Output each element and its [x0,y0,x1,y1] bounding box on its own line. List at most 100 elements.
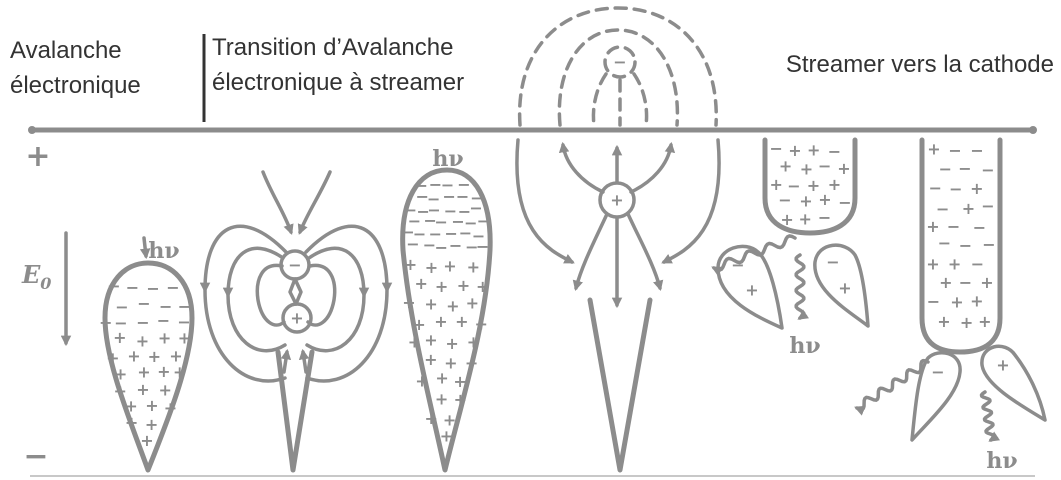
positive-charge: + [424,295,437,314]
positive-charge: + [404,255,417,274]
field-line-down-left [576,214,607,288]
secondary-avalanche-right [982,346,1045,420]
photon-wavy-arrow [982,392,995,440]
positive-charge: + [145,396,158,415]
negative-charge: − [936,199,949,218]
positive-charge: + [980,273,993,292]
negative-charge: − [818,208,831,227]
field-line-outer-right [664,140,719,262]
positive-charge: + [466,294,479,313]
negative-charge: − [613,53,626,72]
avalanche-charges: −−−−−−−−−−−−−+++++++++++++++++++++ [99,277,191,450]
negative-charge: − [449,236,462,255]
positive-charge: + [158,329,171,348]
negative-charge: − [818,157,831,176]
anode-sign: + [25,139,50,174]
positive-charge: + [434,312,447,331]
positive-charge: + [978,312,991,331]
positive-charge: + [455,312,468,331]
dipole-link [290,279,301,304]
positive-charge: + [137,363,150,382]
positive-charge: + [474,314,487,333]
streamer-channel-charges: −++−++−++−++−++−++− [769,139,851,229]
positive-charge: + [435,277,448,296]
positive-charge: + [157,362,170,381]
positive-charge: + [465,353,478,372]
positive-charge: + [838,279,851,298]
positive-charge: + [178,328,191,347]
negative-charge: − [476,237,489,256]
avalanche-title-line1: Avalanche [10,37,122,64]
positive-charge: + [457,276,470,295]
negative-charge: − [981,196,994,215]
positive-charge: + [939,273,952,292]
positive-charge: + [453,372,466,391]
negative-charge: − [157,311,170,330]
positive-charge: + [114,364,127,383]
streamer-cone [590,300,650,470]
developed-avalanche-stage: hν −−−−−−−−−−−−−−−−−−−−−−−−−−−−−−−−−++++… [401,146,490,470]
photon-label: hν [789,333,820,359]
negative-charge: − [958,159,971,178]
positive-charge: + [779,157,792,176]
positive-charge: + [799,191,812,210]
positive-charge: + [158,380,171,399]
inner-arrow-right [303,352,306,372]
negative-charge: − [406,235,419,254]
photon-arrow [144,238,146,256]
negative-charge: − [99,313,112,332]
negative-charge: − [826,253,839,272]
transition-title-line1: Transition d’Avalanche [212,34,453,61]
negative-charge: − [959,273,972,292]
field-subscript: 0 [40,274,51,293]
negative-charge: − [971,254,984,273]
negative-charge: − [838,193,851,212]
positive-charge: + [424,409,437,428]
negative-charge: − [136,313,149,332]
field-line-in-left [263,172,291,232]
developed-avalanche-charges: −−−−−−−−−−−−−−−−−−−−−−−−−−−−−−−−−+++++++… [401,175,490,446]
positive-charge: + [948,255,961,274]
positive-charge: + [424,331,437,350]
positive-charge: + [443,256,456,275]
streamer-long-stage: +−−−−−−−+−+−+−−−−−++−+−+−+++++ − + hν [857,139,1045,474]
negative-charge: − [938,234,951,253]
negative-charge: − [107,277,120,296]
field-line-outer-left [517,140,572,262]
positive-charge: + [424,350,437,369]
anode-end-right [1029,126,1037,134]
field-line-up-right [631,145,671,192]
anode-end-left [28,126,36,134]
positive-charge: + [970,179,983,198]
photon-wavy-arrow [796,255,804,318]
transition-title-line2: électronique à streamer [212,69,464,96]
negative-charge: − [949,180,962,199]
field-line-down-right [628,214,660,288]
avalanche-title-line2: électronique [10,72,141,99]
field-symbol: E [21,260,41,289]
positive-charge: + [415,371,428,390]
positive-charge: + [798,209,811,228]
positive-charge: + [818,190,831,209]
positive-charge: + [125,413,138,432]
positive-charge: + [610,191,623,210]
field-line-up-left [563,145,603,192]
negative-charge: − [939,160,952,179]
streamer-short-stage: −++−++−++−++−++−++− − + − + hν [714,139,868,359]
positive-charge: + [950,293,963,312]
negative-charge: − [948,141,961,160]
negative-charge: − [769,139,782,158]
photon-label: hν [148,238,179,264]
photon-label: hν [986,448,1017,474]
negative-charge: − [166,278,179,297]
positive-charge: + [440,427,453,446]
positive-charge: + [927,139,940,158]
field-label: E0 [21,260,51,293]
positive-charge: + [164,399,177,418]
transition-stage: − + [205,172,387,470]
positive-charge: + [780,210,793,229]
positive-charge: + [408,333,421,352]
negative-charge: − [982,235,995,254]
positive-charge: + [140,431,153,450]
